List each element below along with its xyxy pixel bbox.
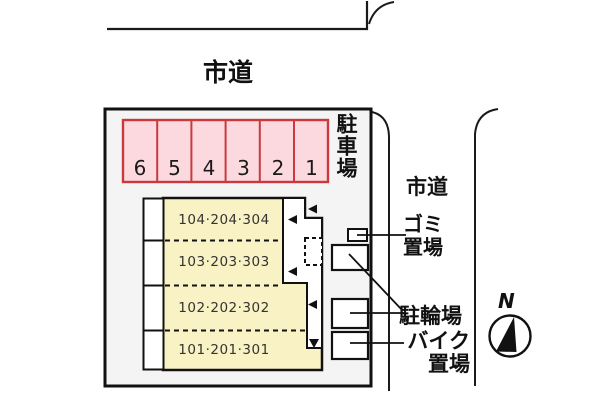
arrow-left-icon [308, 204, 317, 214]
top-road-edge [107, 1, 369, 31]
top-road-corner-arc [368, 1, 395, 25]
room-numbers-row: 101·201·301 [178, 342, 270, 358]
bicycle-area-upper-box [330, 243, 370, 272]
bicycle-parking-label: 駐輪場 [399, 304, 462, 328]
right-road-left-edge [371, 111, 390, 391]
right-road-right-edge [474, 108, 499, 386]
parking-stall-dividers [156, 121, 295, 181]
balcony-column [142, 197, 165, 371]
top-road-label: 市道 [202, 58, 253, 87]
parking-lot-label: 駐車場 [334, 113, 358, 179]
arrow-left-icon [288, 267, 297, 276]
building-corridor [282, 197, 323, 349]
compass-icon [488, 314, 532, 358]
parking-stall-number: 6 [133, 156, 147, 180]
parking-stall-number: 5 [168, 156, 181, 180]
label-pointer-lines [348, 234, 406, 344]
arrow-down-icon [309, 339, 319, 348]
room-numbers-row: 102·202·302 [178, 300, 270, 316]
parking-stall-number: 4 [202, 156, 216, 180]
garbage-area-label: ゴミ 置場 [403, 212, 443, 259]
entrance-arrow-icons [288, 204, 319, 348]
right-road-label: 市道 [406, 175, 448, 199]
parking-stall-number: 1 [305, 156, 318, 180]
room-divider-lines [165, 239, 305, 332]
room-numbers-row: 104·204·304 [178, 212, 270, 228]
parking-stall-number: 3 [237, 156, 250, 180]
arrow-left-icon [288, 215, 297, 224]
motorcycle-area-box [330, 330, 370, 361]
room-numbers-row: 103·203·303 [178, 254, 270, 270]
compass-north-label: N [498, 289, 515, 313]
parking-stall-number: 2 [271, 156, 285, 180]
doorway-dashed-box [304, 237, 323, 266]
motorcycle-parking-label: バイク 置場 [407, 329, 470, 376]
arrow-left-icon [308, 300, 317, 309]
